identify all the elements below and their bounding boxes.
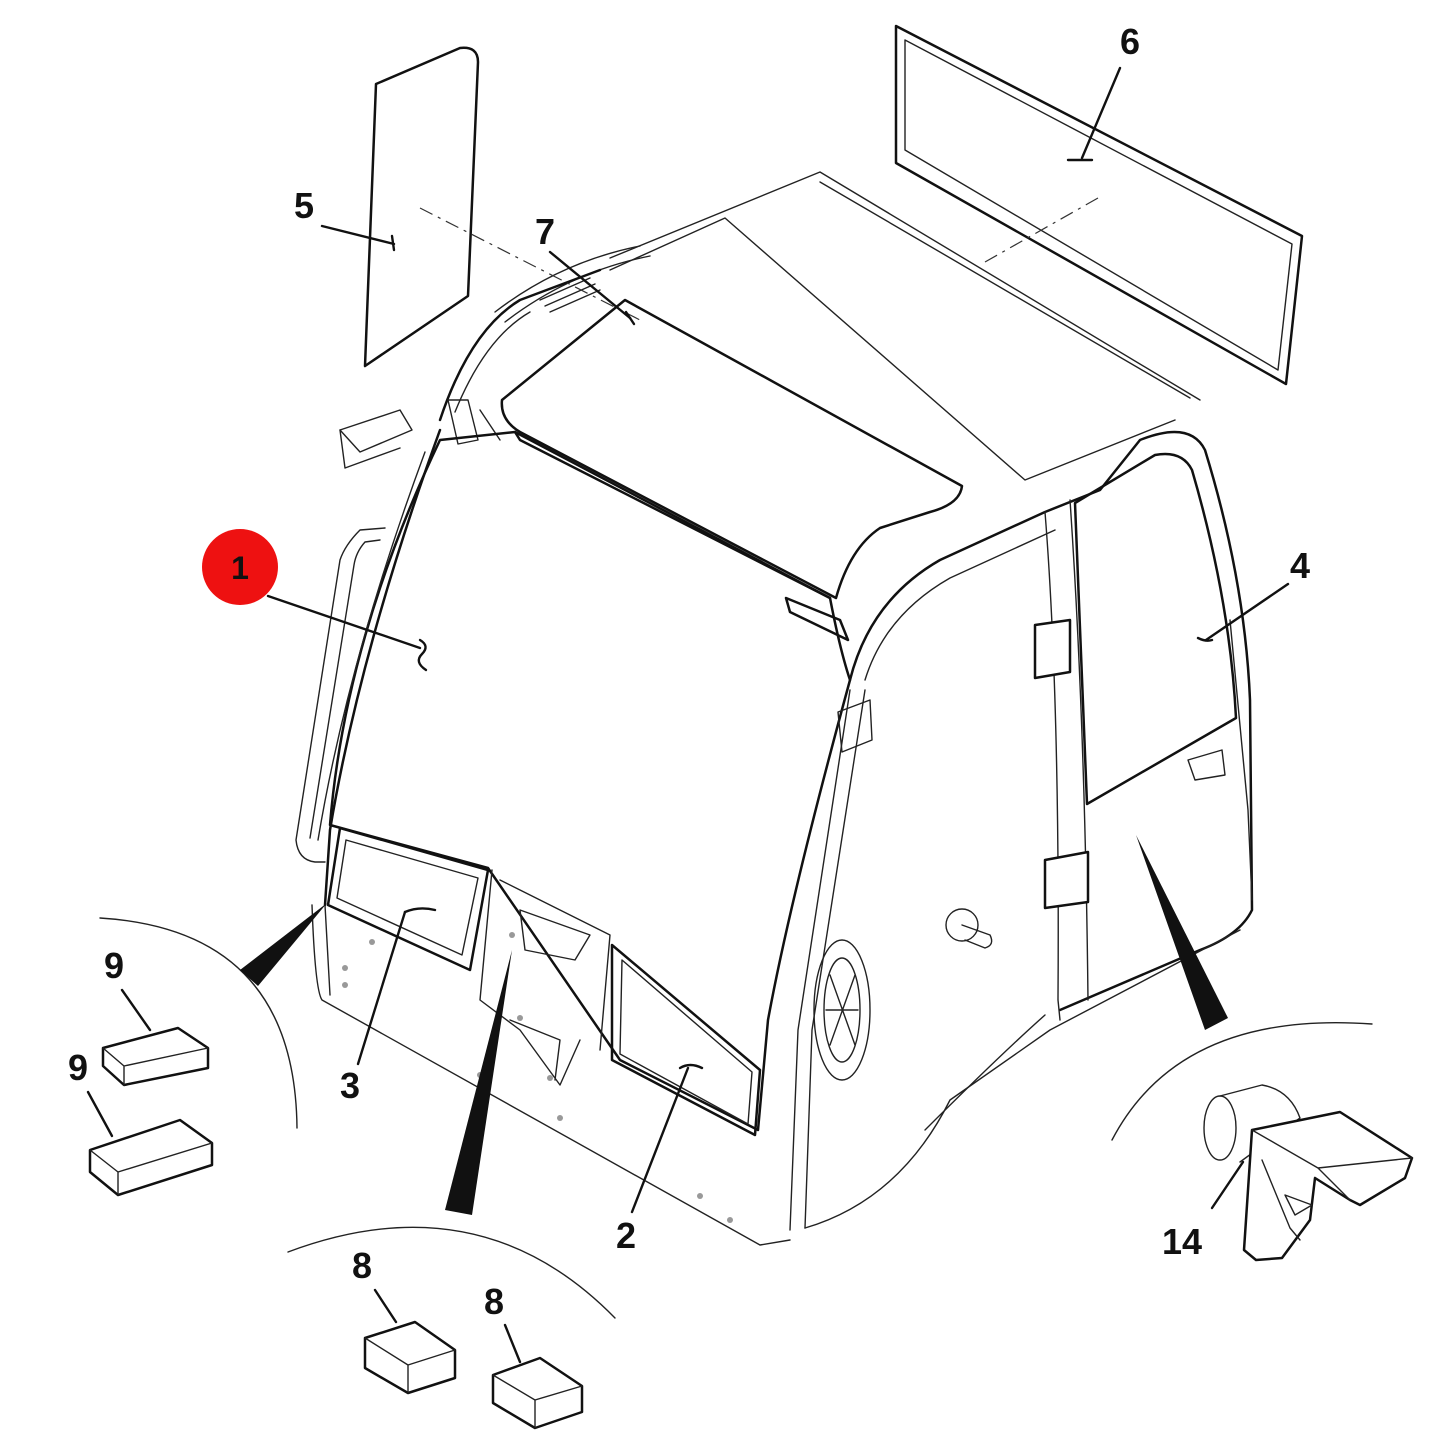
detail-view-14 (1111, 835, 1373, 1141)
part-9-pad-upper[interactable] (101, 1026, 210, 1087)
callout-7[interactable]: 7 (535, 211, 555, 252)
assembly-center-lines (419, 197, 1099, 321)
detail-view-8 (287, 950, 616, 1319)
cab-right-door (789, 430, 1254, 1231)
part-8-block-right[interactable] (491, 1356, 584, 1430)
callout-2[interactable]: 2 (616, 1215, 636, 1256)
callout-1[interactable]: 1 (231, 550, 249, 586)
leader-lines (86, 66, 1290, 1364)
callout-4[interactable]: 4 (1290, 545, 1310, 586)
part-4-door-glass[interactable] (1073, 452, 1238, 806)
callout-8-right[interactable]: 8 (484, 1281, 504, 1322)
part-9-pad-lower[interactable] (88, 1118, 214, 1197)
callout-8-left[interactable]: 8 (352, 1245, 372, 1286)
callout-14[interactable]: 14 (1162, 1221, 1202, 1262)
detail-view-9 (99, 903, 327, 1129)
part-6-rear-glass[interactable] (894, 24, 1304, 386)
highlight-marker[interactable] (202, 529, 278, 605)
part-14-latch-bracket[interactable] (1203, 1084, 1414, 1262)
part-3-lower-left-glass[interactable] (326, 826, 490, 972)
callout-9-upper[interactable]: 9 (104, 945, 124, 986)
part-8-block-left[interactable] (363, 1320, 457, 1395)
callout-5[interactable]: 5 (294, 185, 314, 226)
part-1-front-windshield[interactable] (328, 430, 852, 1132)
part-7-roof-glass[interactable] (500, 298, 964, 600)
part-2-lower-right-glass[interactable] (610, 943, 762, 1137)
cab-roof (339, 171, 1201, 481)
callout-9-lower[interactable]: 9 (68, 1047, 88, 1088)
callout-3[interactable]: 3 (340, 1065, 360, 1106)
part-5-side-glass[interactable] (363, 46, 480, 368)
cab-center-panel (479, 869, 611, 1086)
callout-6[interactable]: 6 (1120, 21, 1140, 62)
